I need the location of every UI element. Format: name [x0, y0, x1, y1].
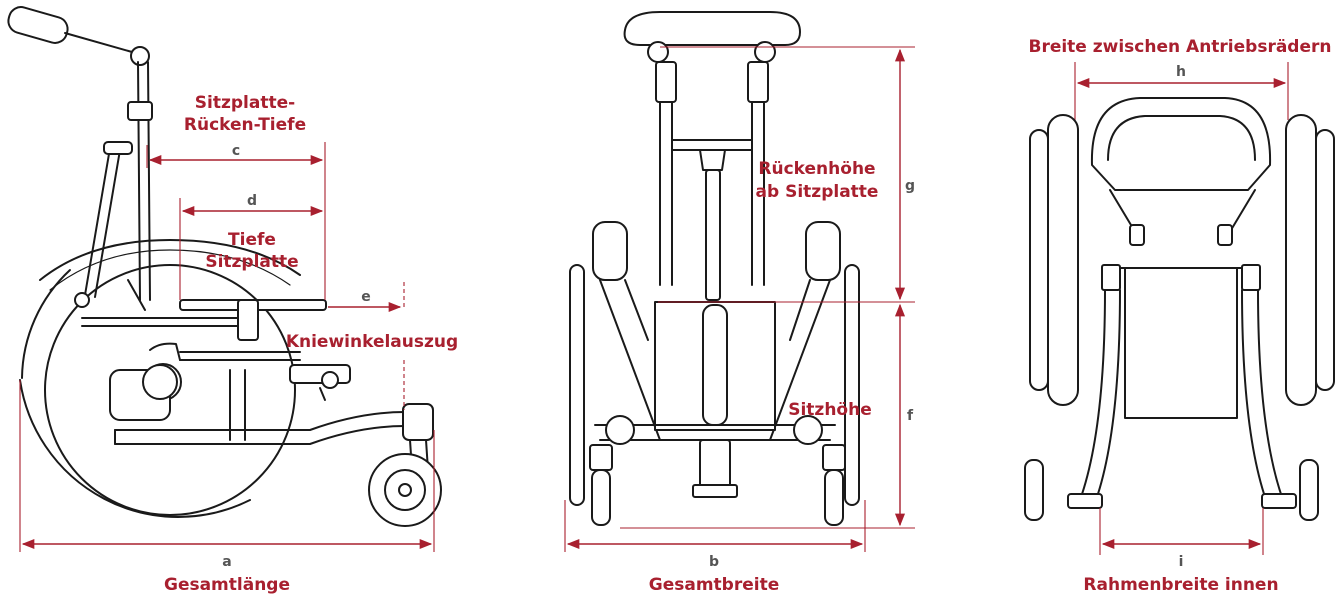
dimension-e-letter: e	[361, 289, 371, 305]
side-view-wheelchair-drawing	[7, 6, 442, 527]
total-length-label: Gesamtlänge	[164, 575, 290, 595]
dimension-i-letter: i	[1179, 554, 1184, 570]
side-view: Sitzplatte- Rücken-Tiefe c d Tiefe Sitzp…	[7, 6, 458, 595]
dimension-a-letter: a	[222, 554, 231, 570]
front-view-wheelchair-drawing	[569, 11, 860, 526]
seat-depth-label-line1: Tiefe	[228, 230, 276, 250]
dimension-d-letter: d	[247, 193, 257, 209]
dimension-e: e	[328, 282, 405, 410]
dimension-g-letter: g	[905, 178, 915, 194]
frame-width-inner-label: Rahmenbreite innen	[1083, 575, 1278, 595]
seat-depth-label-line2: Sitzplatte	[205, 252, 298, 272]
dimension-g: g	[658, 46, 915, 303]
dimension-a: a	[19, 380, 435, 570]
dimension-c-letter: c	[232, 143, 240, 159]
total-width-label: Gesamtbreite	[649, 575, 779, 595]
top-view: Breite zwischen Antriebsrädern h	[1024, 37, 1335, 595]
dimension-c: c	[146, 142, 326, 300]
dimension-h-letter: h	[1176, 64, 1186, 80]
seat-back-depth-label-line1: Sitzplatte-	[195, 93, 295, 113]
width-between-wheels-label: Breite zwischen Antriebsrädern	[1028, 37, 1331, 57]
seat-height-label: Sitzhöhe	[788, 400, 872, 420]
dimension-b-letter: b	[709, 554, 719, 570]
dimension-h: h	[1074, 62, 1289, 120]
knee-angle-extension-label: Kniewinkelauszug	[286, 332, 458, 352]
front-view: g Rückenhöhe ab Sitzplatte f Sitzhöhe b …	[564, 11, 915, 595]
top-view-wheelchair-drawing	[1024, 97, 1335, 521]
dimension-b: b	[564, 500, 866, 570]
back-height-label-line2: ab Sitzplatte	[756, 182, 879, 202]
dimension-d: d	[179, 193, 324, 300]
dimension-f: f	[620, 303, 915, 529]
dimension-f-letter: f	[907, 408, 914, 424]
seat-back-depth-label-line2: Rücken-Tiefe	[184, 115, 306, 135]
dimension-i: i	[1099, 508, 1264, 570]
back-height-label-line1: Rückenhöhe	[758, 159, 875, 179]
